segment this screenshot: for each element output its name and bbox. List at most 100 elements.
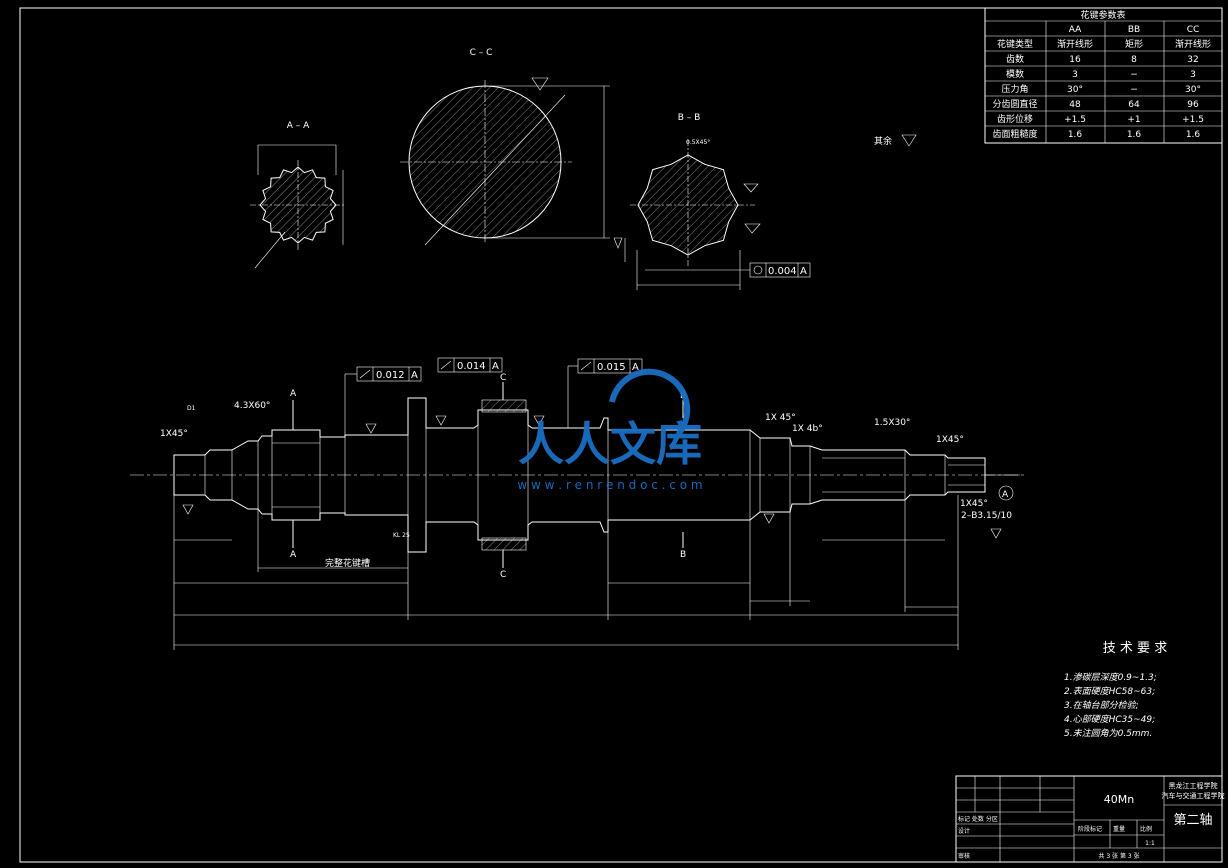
drawing-border [19,7,1223,863]
watermark: 人人文库 w w w . r e n r e n d o c . c o m [517,368,703,492]
chamfer-right: 1X45° [936,435,964,445]
spline-col-bb: BB [1128,25,1140,35]
spline-cell: 3 [1072,70,1078,80]
center-hole: 2–B3.15/10 [961,511,1012,521]
watermark-url: w w w . r e n r e n d o c . c o m [517,478,702,492]
spline-col-cc: CC [1187,25,1200,35]
spline-cell: 1.6 [1186,130,1201,140]
position-icon [753,265,763,275]
sheet-count: 共 3 张 第 3 张 [1098,852,1139,860]
section-a-a-label: A – A [287,121,310,131]
section-b-b-label: B – B [678,113,701,123]
school-line-1: 黑龙江工程学院 [1169,781,1218,790]
technical-requirements: 技 术 要 求 1.渗碳层深度0.9~1.3; 2.表面硬度HC58~63; 3… [1064,641,1167,739]
bb-chamfer: 0.5X45° [686,139,710,146]
spline-cell: 渐开线形 [1175,38,1211,50]
rest-roughness: 其余 [874,134,917,147]
bb-tolerance-value: 0.004 [768,266,797,277]
runout-value-1: 0.012 [376,370,405,381]
spline-cell: +1.5 [1064,115,1086,125]
spline-cell: − [1130,70,1138,80]
tech-req-item: 1.渗碳层深度0.9~1.3; [1064,672,1157,683]
spline-cell: 齿数 [1006,53,1024,65]
tb-label: 标记 处数 分区 [958,815,998,823]
spline-cell: 渐开线形 [1057,38,1093,50]
tech-req-item: 3.在轴台部分检验; [1064,700,1139,711]
tech-req-item: 5.未注圆角为0.5mm. [1064,728,1152,739]
spline-cell: 96 [1187,100,1199,110]
spline-cell: 模数 [1006,68,1024,80]
tb-label: 设计 [958,827,970,835]
spline-cell: 30° [1067,85,1083,95]
chamfer-bottom: 1X45° [960,499,988,509]
roughness-icon [901,134,917,147]
runout-value-2: 0.014 [457,361,486,372]
spline-cell: 分齿圆直径 [992,98,1037,110]
datum-a-label: A [1002,490,1009,500]
roughness-marks [182,415,1002,539]
spline-cell: 3 [1190,70,1196,80]
marker-b-bottom: B [680,550,686,560]
spline-cell: +1 [1127,115,1140,125]
section-b-b: B – B 0.5X45° 0.004 A [613,113,811,290]
spline-cell: 1.6 [1127,130,1142,140]
spline-cell: +1.5 [1182,115,1204,125]
runout-tolerances: 0.012 A 0.014 A 0.015 A [344,357,643,435]
title-block: 40Mn 黑龙江工程学院 汽车与交通工程学院 第二轴 1:1 共 3 张 第 3… [955,775,1225,863]
runout-datum-2: A [492,361,499,372]
thread-right: 1.5X30° [874,418,910,428]
spline-cell: − [1130,85,1138,95]
spline-note: 完整花键槽 [325,557,370,569]
chamfer-left: 1X45° [160,429,188,439]
tech-req-title: 技 术 要 求 [1103,641,1167,656]
spline-table-title: 花键参数表 [1080,9,1125,21]
bb-datum: A [800,266,807,277]
datum-a-circle [998,485,1014,501]
spline-cell: 16 [1069,55,1081,65]
tech-req-item: 2.表面硬度HC58~63; [1064,686,1155,697]
spline-parameter-table: 花键参数表 AA BB CC 花键类型 渐开线形 矩形 渐开线形 齿数 16 8… [984,7,1223,144]
tb-label: 重量 [1113,825,1125,833]
spline-cell: 齿形位移 [997,113,1033,125]
watermark-logo-arc [609,368,691,434]
tb-label: 比例 [1140,825,1152,833]
rest-roughness-label: 其余 [874,135,892,147]
spline-table-body: 花键类型 渐开线形 矩形 渐开线形 齿数 16 8 32 模数 3 − 3 压力… [992,38,1211,140]
spline-cell: 30° [1185,85,1201,95]
kl-label: KL 25 [393,532,410,539]
spline-cell: 矩形 [1125,38,1143,50]
chamfer-mid: 1X 45° [765,413,796,423]
d1-label: D1 [187,405,196,412]
runout-datum-3: A [632,362,639,373]
marker-a-top: A [290,389,297,399]
spline-cell: 8 [1131,55,1137,65]
spline-cell: 64 [1128,100,1140,110]
scale: 1:1 [1145,840,1155,847]
runout-value-3: 0.015 [597,362,626,373]
watermark-text: 人人文库 [518,417,702,471]
thread-left: 4.3X60° [234,401,270,411]
tech-req-item: 4.心部硬度HC35~49; [1064,714,1155,725]
dimension-lines [173,495,959,650]
spline-cell: 48 [1069,100,1081,110]
tb-label: 阶段标记 [1078,825,1102,833]
tb-label: 审核 [958,852,970,860]
marker-c-top: C [500,373,506,383]
section-c-c: C – C [400,48,610,246]
gear-teeth-bottom [481,537,527,551]
shaft-main-view [130,397,1025,553]
gear-teeth-top [481,399,527,413]
spline-cell: 花键类型 [997,38,1033,50]
chamfer-4b: 1X 4b° [792,424,823,434]
bb-position-tolerance [749,262,811,278]
marker-c-bottom: C [500,570,506,580]
section-a-a: A – A [250,121,345,269]
main-view-annotations: 1X45° D1 4.3X60° 1X 45° 1X 4b° 1.5X30° 1… [160,401,1014,569]
material: 40Mn [1104,793,1134,806]
spline-cell: 32 [1187,55,1198,65]
spline-cell: 齿面粗糙度 [992,128,1037,140]
runout-datum-1: A [411,370,418,381]
spline-cell: 压力角 [1001,83,1028,95]
